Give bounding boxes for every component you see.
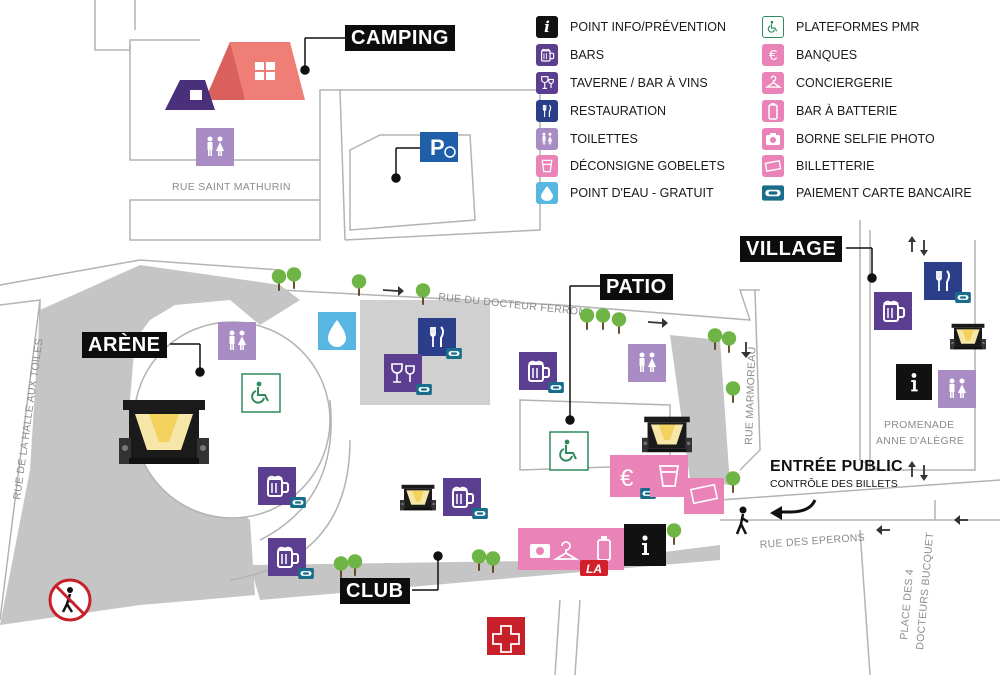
svg-text:LA: LA <box>586 562 602 576</box>
arena-inner-ring <box>259 399 332 541</box>
water-drop-icon <box>536 182 558 204</box>
hanger-icon <box>552 541 580 560</box>
first-aid-icon <box>487 617 525 655</box>
promenade-line1: PROMENADE <box>884 419 954 431</box>
club-stage-icon <box>400 484 436 511</box>
cup-deposit-icon <box>650 455 688 497</box>
patio-pointer <box>565 285 600 425</box>
legend-item-selfie: BORNE SELFIE PHOTO <box>762 128 935 150</box>
no-pedestrian-icon <box>48 578 92 622</box>
street-marmoreau: RUE MARMOREAU <box>743 346 758 445</box>
camping-tent-small-icon <box>165 80 215 110</box>
arena-stage-icon <box>119 400 209 464</box>
village-bar-icon <box>874 292 912 330</box>
battery-icon <box>762 100 784 122</box>
ticket-icon <box>762 155 784 177</box>
legend-item-bars: BARS <box>536 44 604 66</box>
svg-text:€: € <box>620 465 634 492</box>
public-entrance-label: ENTRÉE PUBLIC CONTRÔLE DES BILLETS <box>770 458 903 490</box>
legend-item-info: i POINT INFO/PRÉVENTION <box>536 16 726 38</box>
zone-label-village: VILLAGE <box>740 236 843 262</box>
legend-item-billetterie: BILLETTERIE <box>762 155 875 177</box>
street-saint-mathurin: RUE SAINT MATHURIN <box>172 181 291 193</box>
legend-label: TAVERNE / BAR À VINS <box>570 76 708 90</box>
legend-label: CONCIERGERIE <box>796 76 893 90</box>
cup-icon <box>536 155 558 177</box>
arena-pointer <box>170 343 205 377</box>
place-line2: DOCTEURS BUCQUET <box>914 531 936 650</box>
village-pointer <box>846 247 877 283</box>
legend-item-conciergerie: CONCIERGERIE <box>762 72 893 94</box>
zone-label-club: CLUB <box>340 578 410 604</box>
legend-label: BILLETTERIE <box>796 159 875 173</box>
selfie-camera-icon <box>530 544 550 558</box>
parking-pointer <box>391 147 420 183</box>
legend-label: RESTAURATION <box>570 104 667 118</box>
legend-label: TOILETTES <box>570 132 638 146</box>
toilet-icon <box>536 128 558 150</box>
legend-label: POINT INFO/PRÉVENTION <box>570 20 727 34</box>
pedestrian-icon <box>735 506 749 535</box>
cutlery-icon <box>536 100 558 122</box>
village-stage-icon <box>950 323 986 350</box>
legend-label: BARS <box>570 48 605 62</box>
euro-icon: € <box>762 44 784 66</box>
sponsor-badge: LA <box>580 560 608 576</box>
arena-bar-1-icon <box>258 467 296 505</box>
wine-glass-icon <box>536 72 558 94</box>
beer-mug-icon <box>536 44 558 66</box>
direction-arrows <box>382 236 968 535</box>
legend-label: BANQUES <box>796 48 858 62</box>
legend-item-taverne: TAVERNE / BAR À VINS <box>536 72 708 94</box>
place-line1: PLACE DES 4 <box>898 568 916 640</box>
entrance-title: ENTRÉE PUBLIC <box>770 458 903 475</box>
info-icon: i <box>536 16 558 38</box>
legend-item-banques: € BANQUES <box>762 44 857 66</box>
camping-tent-large-icon <box>205 42 305 100</box>
legend-label: DÉCONSIGNE GOBELETS <box>570 159 725 173</box>
arena-pmr-icon <box>241 373 281 413</box>
legend-item-paiement: PAIEMENT CARTE BANCAIRE <box>762 182 972 204</box>
arena-outer-ring <box>229 439 351 581</box>
legend-label: PLATEFORMES PMR <box>796 20 920 34</box>
legend-item-eau: POINT D'EAU - GRATUIT <box>536 182 714 204</box>
patio-street-gray <box>670 335 730 485</box>
taverne-icon <box>384 354 422 392</box>
village-toilet-icon <box>938 370 976 408</box>
club-pointer <box>412 551 443 591</box>
arena-toilet-icon <box>218 322 256 360</box>
parking-icon: P <box>420 132 458 162</box>
camera-icon <box>762 128 784 150</box>
promenade-line2: ANNE D'ALÈGRE <box>876 434 964 447</box>
legend-label: PAIEMENT CARTE BANCAIRE <box>796 186 972 200</box>
entrance-subtitle: CONTRÔLE DES BILLETS <box>770 478 898 490</box>
map-legend: i POINT INFO/PRÉVENTION BARS TAVERNE / B… <box>536 13 996 213</box>
patio-stage-icon <box>642 416 692 453</box>
wheelchair-icon <box>762 16 784 38</box>
parking-letter: P <box>430 135 445 160</box>
entrance-arrow <box>780 499 817 514</box>
legend-label: BORNE SELFIE PHOTO <box>796 132 935 146</box>
legend-item-restauration: RESTAURATION <box>536 100 666 122</box>
legend-item-toilettes: TOILETTES <box>536 128 638 150</box>
arena-ground <box>0 265 300 625</box>
zone-label-arene: ARÈNE <box>82 332 167 358</box>
legend-item-pmr: PLATEFORMES PMR <box>762 16 919 38</box>
legend-item-gobelets: DÉCONSIGNE GOBELETS <box>536 155 725 177</box>
hanger-icon <box>762 72 784 94</box>
ticketing-icon <box>684 478 724 514</box>
street-eperons: RUE DES EPERONS <box>759 532 865 551</box>
legend-label: POINT D'EAU - GRATUIT <box>570 186 714 200</box>
zone-label-patio: PATIO <box>600 274 673 300</box>
zone-label-camping: CAMPING <box>345 25 455 51</box>
camping-pointer <box>300 37 345 75</box>
card-payment-icon <box>762 182 784 204</box>
patio-toilet-icon <box>628 344 666 382</box>
legend-item-batterie: BAR À BATTERIE <box>762 100 897 122</box>
legend-label: BAR À BATTERIE <box>796 104 898 118</box>
patio-pmr-icon <box>549 431 589 471</box>
toilet-icon <box>196 128 234 166</box>
